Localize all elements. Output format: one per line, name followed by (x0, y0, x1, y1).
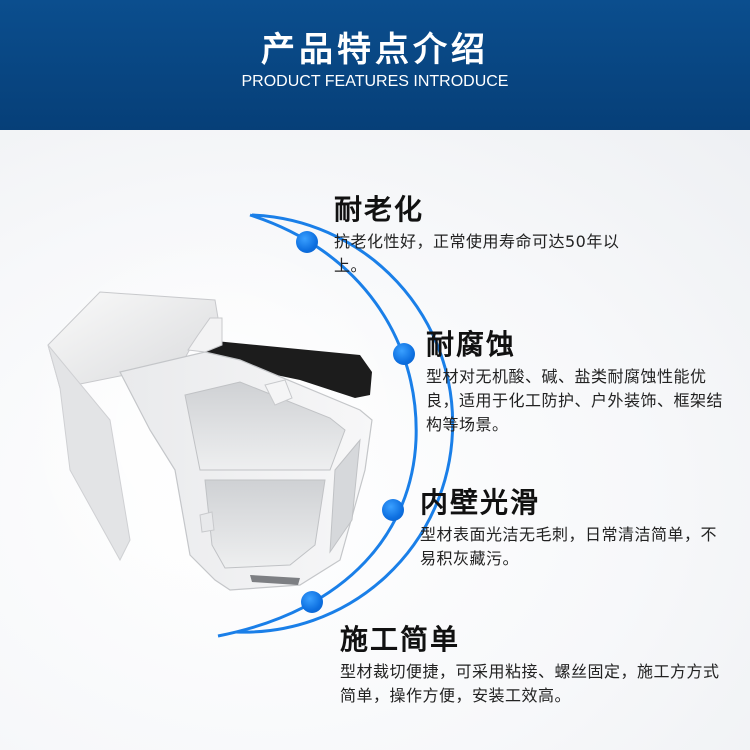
page-subtitle: PRODUCT FEATURES INTRODUCE (241, 73, 509, 90)
black-gasket (205, 340, 372, 398)
feature-anti-aging: 耐老化 抗老化性好，正常使用寿命可达50年以上。 (334, 192, 624, 278)
feature-dot-icon (382, 499, 404, 521)
feature-title: 耐腐蚀 (426, 328, 517, 361)
feature-description: 型材裁切便捷，可采用粘接、螺丝固定，施工方方式简单，操作方便，安装工效高。 (340, 662, 720, 705)
feature-arc (235, 213, 455, 634)
feature-easy-installation: 施工简单 型材裁切便捷，可采用粘接、螺丝固定，施工方方式简单，操作方便，安装工效… (340, 622, 730, 708)
feature-description: 型材对无机酸、碱、盐类耐腐蚀性能优良，适用于化工防护、户外装饰、框架结构等场景。 (426, 367, 724, 434)
feature-title: 内壁光滑 (420, 486, 541, 519)
feature-description: 抗老化性好，正常使用寿命可达50年以上。 (334, 232, 620, 275)
feature-dot-icon (301, 591, 323, 613)
page-title: 产品特点介绍 (261, 30, 489, 70)
feature-corrosion-resistant: 耐腐蚀 型材对无机酸、碱、盐类耐腐蚀性能优良，适用于化工防护、户外装饰、框架结构… (426, 327, 726, 437)
header-banner: 产品特点介绍 PRODUCT FEATURES INTRODUCE (0, 0, 750, 130)
feature-title: 耐老化 (334, 193, 425, 226)
pvc-profile (47, 291, 373, 591)
feature-title: 施工简单 (340, 623, 461, 656)
feature-dot-icon (296, 231, 318, 253)
feature-description: 型材表面光洁无毛刺，日常清洁简单，不易积灰藏污。 (420, 525, 718, 568)
feature-dot-icon (393, 343, 415, 365)
feature-smooth-inner-wall: 内壁光滑 型材表面光洁无毛刺，日常清洁简单，不易积灰藏污。 (420, 485, 720, 571)
